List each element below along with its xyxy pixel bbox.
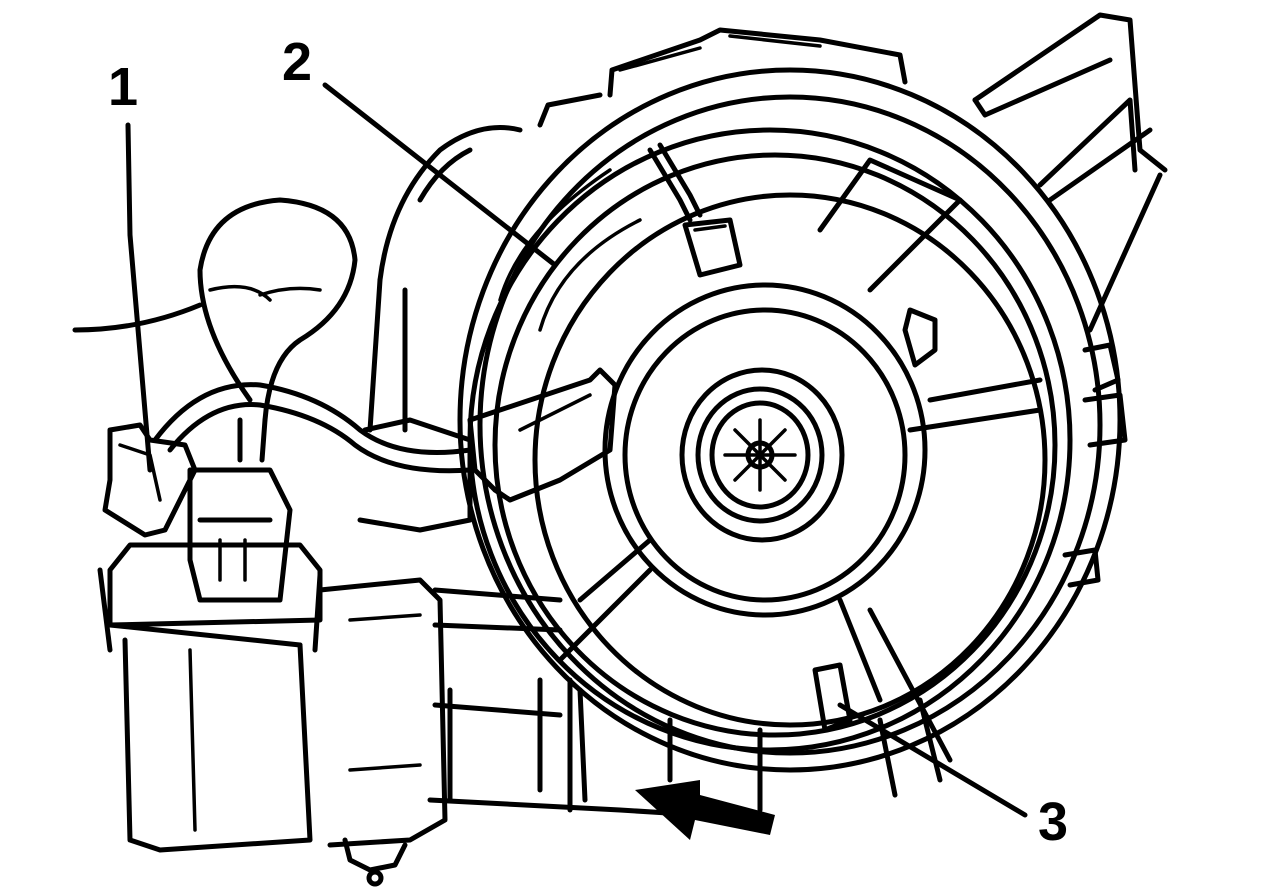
arrow-left-icon xyxy=(635,780,775,840)
callout-3-label: 3 xyxy=(1038,792,1068,852)
retaining-clips xyxy=(812,342,1128,798)
mounting-bracket xyxy=(467,367,618,503)
leader-3 xyxy=(837,702,1028,818)
blower-housing xyxy=(457,12,1168,773)
component-1-actuator xyxy=(97,422,448,887)
clip-3 xyxy=(812,662,853,733)
leader-1 xyxy=(125,122,153,473)
motor-wire-connector xyxy=(647,142,743,278)
callout-2-label: 2 xyxy=(282,32,312,92)
blower-motor-plate xyxy=(467,127,1073,763)
hose xyxy=(72,125,523,463)
callout-leaders xyxy=(125,82,1028,818)
callout-1-label: 1 xyxy=(108,57,138,117)
motor-hub xyxy=(602,282,928,618)
leader-2 xyxy=(322,82,558,268)
wiring-harness xyxy=(152,382,473,533)
